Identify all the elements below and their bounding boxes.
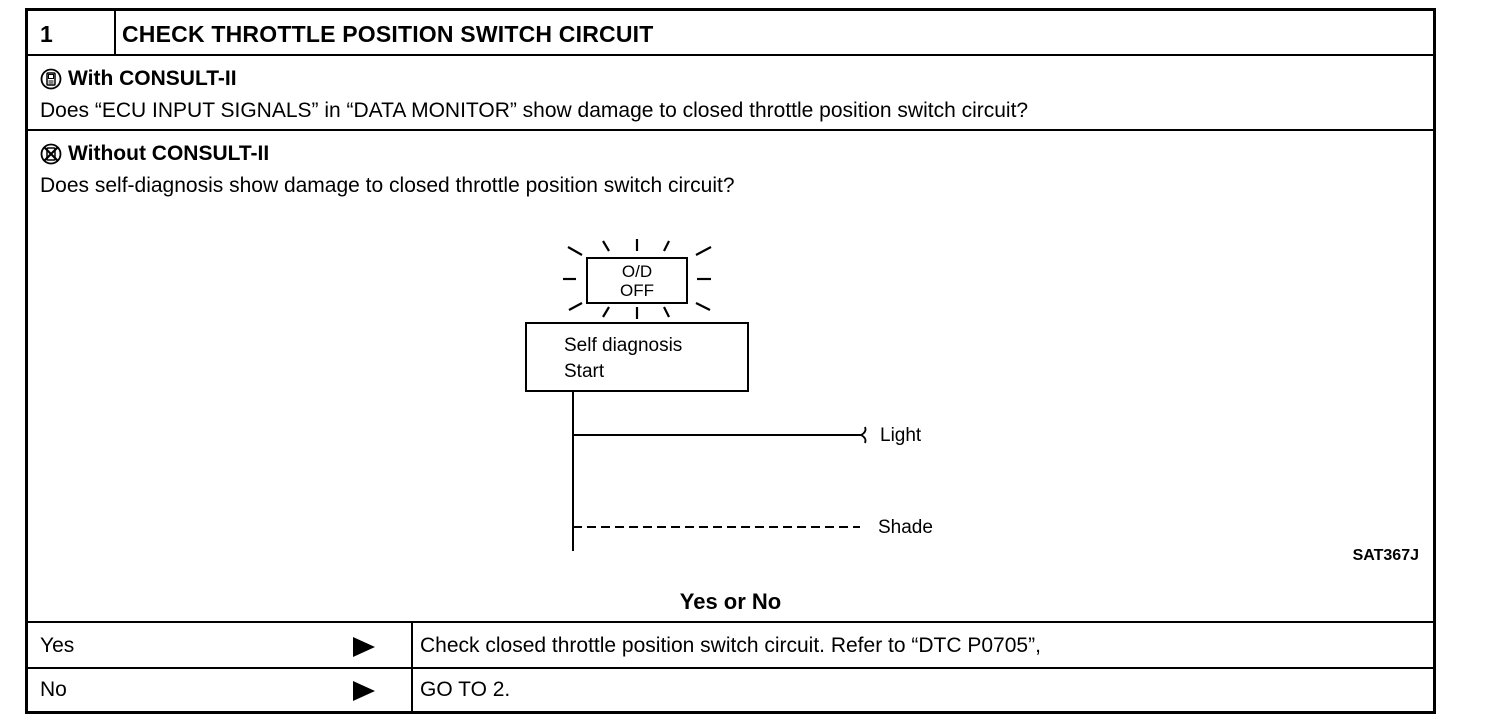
divider: [28, 129, 1433, 131]
without-consult-label: Without CONSULT-II: [68, 142, 270, 165]
yes-action: Check closed throttle position switch ci…: [420, 634, 1041, 657]
light-label: Light: [880, 425, 922, 446]
lamp-label-line1: O/D: [622, 262, 652, 281]
divider: [28, 621, 1433, 623]
arrow-right-icon: [353, 681, 375, 701]
no-action: GO TO 2.: [420, 678, 511, 701]
od-off-lamp: [586, 257, 688, 304]
with-consult-label: With CONSULT-II: [68, 67, 237, 90]
diagnostic-step-table: 1 CHECK THROTTLE POSITION SWITCH CIRCUIT…: [25, 8, 1436, 714]
self-diagnosis-diagram: O/D OFF Self diagnosis Start Light Shade: [525, 239, 933, 551]
with-consult-heading: With CONSULT-II: [40, 67, 237, 91]
box-label-line2: Start: [564, 361, 605, 382]
arrow-right-icon: [353, 637, 375, 657]
break-mark: [860, 426, 867, 444]
box-label-line1: Self diagnosis: [564, 335, 682, 356]
consult-tester-icon: [40, 68, 62, 90]
divider: [28, 667, 1433, 669]
no-label: No: [40, 678, 67, 701]
with-consult-question: Does “ECU INPUT SIGNALS” in “DATA MONITO…: [40, 99, 1029, 122]
divider: [28, 54, 1433, 56]
step-number: 1: [40, 21, 53, 47]
shade-label: Shade: [878, 517, 933, 538]
yes-label: Yes: [40, 634, 75, 657]
lamp-label-line2: OFF: [620, 281, 654, 300]
without-consult-question: Does self-diagnosis show damage to close…: [40, 174, 735, 197]
figure-code: SAT367J: [1352, 547, 1419, 564]
decision-prompt: Yes or No: [679, 589, 782, 614]
lamp-rays: [563, 239, 712, 319]
header-divider: [114, 11, 116, 55]
step-title: CHECK THROTTLE POSITION SWITCH CIRCUIT: [122, 21, 654, 47]
no-consult-icon: [40, 143, 62, 165]
self-diagnosis-box: [525, 322, 749, 392]
without-consult-heading: Without CONSULT-II: [40, 142, 269, 166]
